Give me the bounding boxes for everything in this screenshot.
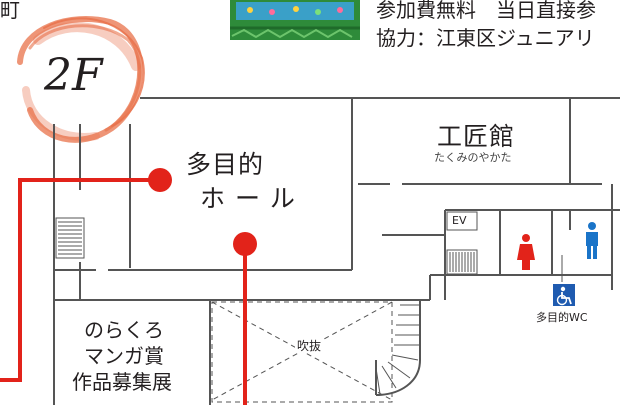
elevator-label: EV — [452, 214, 467, 227]
spiral-stairs — [375, 304, 420, 395]
notice-line-2: 協力：江東区ジュニアリ — [376, 26, 595, 50]
multipurpose-hall-label-1: 多目的 — [186, 150, 265, 179]
manga-exhibit-label-2: マンガ賞 — [84, 344, 164, 368]
manga-exhibit-label-3: 作品募集展 — [72, 370, 172, 394]
atrium-label: 吹抜 — [295, 339, 324, 353]
female-restroom-icon — [517, 234, 535, 270]
manga-exhibit-label-1: のらくろ — [84, 318, 164, 342]
craft-hall-reading: たくみのやかた — [434, 151, 512, 164]
floor-badge-swirl — [17, 16, 145, 143]
top-left-fragment: 町 — [0, 0, 20, 22]
banner-illustration — [230, 0, 360, 40]
notice-line-1: 参加費無料 当日直接参 — [376, 0, 596, 22]
craft-hall-label: 工匠館 — [437, 122, 516, 151]
male-restroom-icon — [586, 222, 598, 259]
route-lines — [0, 178, 247, 405]
wheelchair-accessible-icon — [553, 284, 575, 306]
route-marker-hall — [233, 232, 257, 256]
stairs-left — [55, 217, 85, 259]
floor-label: 2F — [44, 50, 103, 101]
accessible-wc-label: 多目的WC — [536, 311, 588, 324]
elevator-box — [446, 211, 478, 275]
multipurpose-hall-label-2: ホ ー ル — [200, 184, 296, 213]
route-marker-top — [148, 168, 172, 192]
walls — [53, 97, 620, 405]
